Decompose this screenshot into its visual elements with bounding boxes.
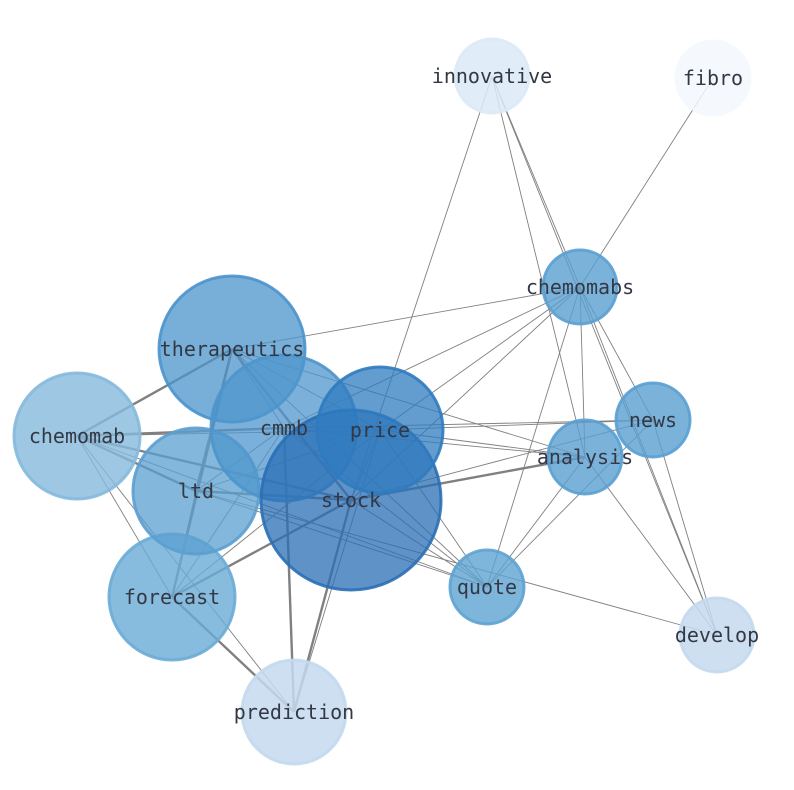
- edge-innovative-develop: [491, 75, 718, 636]
- node-layer: [12, 37, 756, 766]
- node-label-ltd: ltd: [178, 479, 214, 503]
- node-label-fibro: fibro: [683, 66, 743, 90]
- node-label-prediction: prediction: [234, 700, 354, 724]
- node-fibro: [674, 39, 752, 117]
- node-label-forecast: forecast: [124, 585, 220, 609]
- node-label-stock: stock: [321, 488, 381, 512]
- node-label-price: price: [350, 418, 410, 442]
- edge-news-quote: [486, 419, 654, 588]
- edge-fibro-chemomabs: [579, 77, 714, 288]
- node-chemomabs: [541, 248, 619, 326]
- node-innovative: [453, 37, 531, 115]
- node-develop: [678, 596, 756, 674]
- node-label-news: news: [629, 408, 677, 432]
- node-chemomab: [12, 371, 142, 501]
- node-prediction: [240, 658, 348, 766]
- node-label-analysis: analysis: [537, 445, 633, 469]
- node-price: [315, 365, 445, 495]
- node-label-innovative: innovative: [432, 64, 552, 88]
- edge-chemomabs-quote: [486, 286, 581, 588]
- node-label-cmmb: cmmb: [260, 416, 308, 440]
- edge-chemomabs-develop: [579, 286, 718, 636]
- node-label-therapeutics: therapeutics: [160, 337, 305, 361]
- node-label-chemomab: chemomab: [29, 424, 125, 448]
- node-label-quote: quote: [457, 575, 517, 599]
- node-label-chemomabs: chemomabs: [526, 275, 634, 299]
- node-quote: [448, 548, 526, 626]
- node-label-develop: develop: [675, 623, 759, 647]
- node-news: [614, 381, 692, 459]
- edge-innovative-analysis: [491, 75, 586, 458]
- label-layer: innovative fibro chemomabs therapeutics cmmb…: [29, 64, 759, 724]
- node-analysis: [546, 418, 624, 496]
